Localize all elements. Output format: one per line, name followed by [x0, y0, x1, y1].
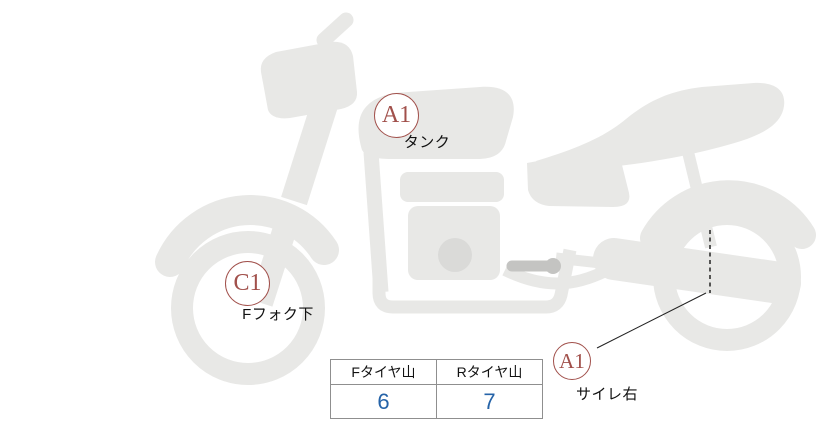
marker-tank-code: A1 — [381, 102, 412, 128]
tire-table-value-row: 6 7 — [330, 384, 543, 419]
tire-table-header-front: Fタイヤ山 — [330, 359, 437, 385]
seat — [536, 82, 785, 170]
tire-table-header-rear: Rタイヤ山 — [436, 359, 543, 385]
front-wheel — [171, 231, 325, 385]
leader-line — [596, 292, 707, 349]
marker-front-fork: C1 — [225, 261, 270, 306]
mirror — [316, 12, 354, 48]
caption-silencer: サイレ右 — [575, 386, 639, 403]
marker-tank: A1 — [374, 93, 419, 138]
tire-table-header-row: Fタイヤ山 Rタイヤ山 — [330, 359, 543, 385]
front-fender — [155, 195, 339, 277]
caption-front-fork: Fフォク下 — [242, 306, 314, 323]
engine-cover — [438, 238, 472, 272]
marker-silencer-code: A1 — [559, 348, 585, 373]
caption-tank: タンク — [403, 134, 451, 151]
engine-upper — [400, 172, 504, 202]
marker-silencer: A1 — [553, 342, 591, 380]
tire-tread-table: Fタイヤ山 Rタイヤ山 6 7 — [330, 359, 543, 419]
frame-cradle — [372, 248, 577, 314]
frame-rear-strut — [682, 150, 717, 249]
marker-front-fork-code: C1 — [233, 270, 262, 296]
muffler — [593, 238, 801, 304]
handlebar-cluster — [260, 41, 358, 119]
footpeg — [506, 258, 561, 274]
rear-fender — [640, 180, 816, 252]
tire-table-value-rear: 7 — [436, 384, 543, 419]
tire-table-value-front: 6 — [330, 384, 437, 419]
